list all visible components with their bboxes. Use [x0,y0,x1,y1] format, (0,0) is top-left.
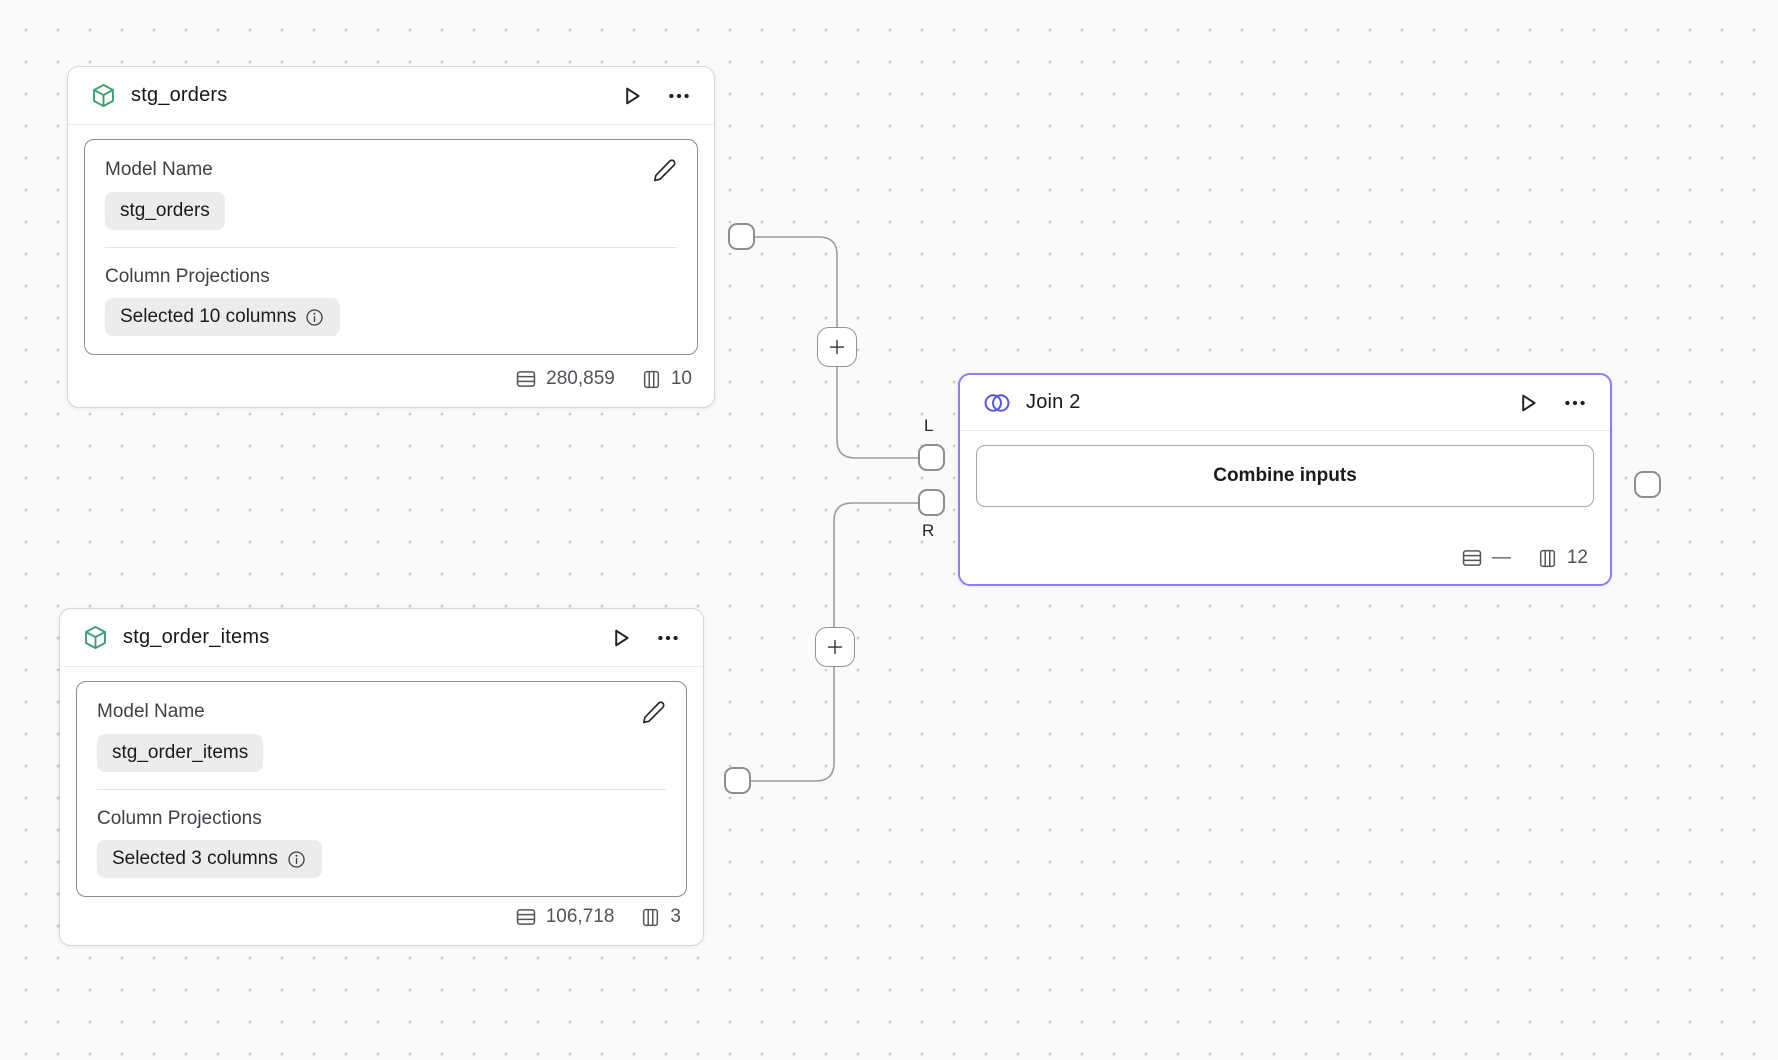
join-venn-icon [982,391,1012,415]
model-config-panel: Model Name stg_order_items Column Projec… [76,681,687,897]
rows-icon [516,371,536,387]
cube-icon [82,624,109,651]
column-projections-label: Column Projections [97,808,262,829]
node-header: stg_orders [68,67,714,125]
join-output-port[interactable] [1634,471,1661,498]
more-options-button[interactable] [655,625,681,651]
node-title: Join 2 [1026,391,1081,413]
row-count-stat: 106,718 [515,906,614,928]
node-join-2[interactable]: Join 2 Combine inputs — 12 [958,373,1612,586]
plus-icon [829,339,845,355]
plus-icon [827,639,843,655]
model-config-panel: Model Name stg_orders Column Projections… [84,139,698,355]
node-stats: 280,859 10 [68,368,714,407]
node-stats: 106,718 3 [60,906,703,945]
add-node-on-edge-button-bottom[interactable] [815,627,855,667]
combine-inputs-button[interactable]: Combine inputs [976,445,1594,507]
model-name-chip[interactable]: stg_order_items [97,734,264,772]
output-port-stg-orders[interactable] [728,223,755,250]
join-input-port-right[interactable] [918,489,945,516]
node-body: Model Name stg_orders Column Projections… [68,125,714,355]
node-stats: — 12 [960,547,1610,584]
output-port-stg-order-items[interactable] [724,767,751,794]
model-name-label: Model Name [97,701,205,722]
run-node-button[interactable] [618,83,644,109]
model-name-chip[interactable]: stg_orders [105,192,225,230]
node-title: stg_orders [131,84,228,106]
rows-icon [1462,550,1482,566]
model-name-label: Model Name [105,159,213,180]
column-count-stat: 10 [641,368,692,390]
info-icon [306,308,324,326]
column-projections-chip[interactable]: Selected 3 columns [97,840,322,878]
column-projections-chip[interactable]: Selected 10 columns [105,298,341,336]
edit-icon[interactable] [652,158,677,183]
columns-icon [1539,549,1555,567]
column-count-stat: 12 [1537,547,1588,569]
row-count-stat: — [1461,547,1511,569]
columns-icon [643,908,659,926]
join-left-port-label: L [924,416,934,435]
row-count-stat: 280,859 [515,368,615,390]
column-projections-label: Column Projections [105,266,270,287]
node-header: Join 2 [960,375,1610,431]
run-node-button[interactable] [1514,390,1540,416]
node-body: Combine inputs [960,431,1610,507]
join-right-port-label: R [922,521,935,540]
info-icon [288,850,305,868]
cube-icon [90,82,117,109]
node-body: Model Name stg_order_items Column Projec… [60,667,703,897]
columns-icon [643,370,659,388]
edit-icon[interactable] [641,700,666,725]
divider [97,789,666,790]
node-stg-order-items[interactable]: stg_order_items Model Name stg_order_ite [59,608,704,946]
node-title: stg_order_items [123,626,270,648]
column-count-stat: 3 [640,906,681,928]
divider [105,247,677,248]
more-options-button[interactable] [666,83,692,109]
add-node-on-edge-button-top[interactable] [817,327,857,367]
join-input-port-left[interactable] [918,444,945,471]
node-stg-orders[interactable]: stg_orders Model Name stg_orders [67,66,715,408]
rows-icon [516,909,535,925]
more-options-button[interactable] [1562,390,1588,416]
node-header: stg_order_items [60,609,703,667]
run-node-button[interactable] [607,625,633,651]
